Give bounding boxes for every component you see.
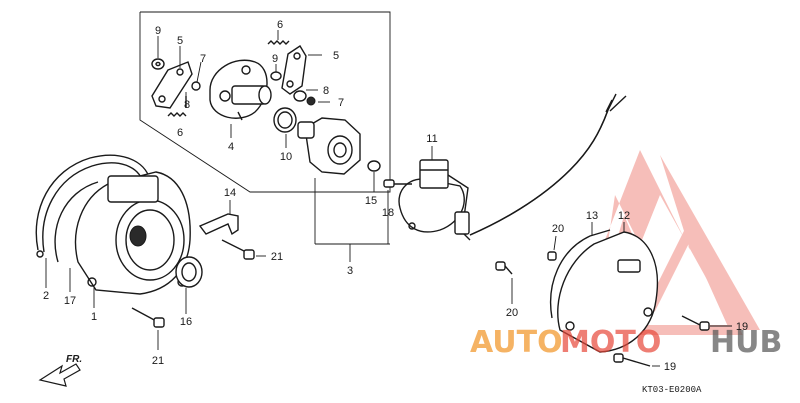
callout-8-left: 8 xyxy=(184,99,190,111)
callout-13: 13 xyxy=(586,210,598,222)
part-5-plate-left xyxy=(151,61,193,109)
part-17-o-ring xyxy=(54,181,99,263)
front-direction-arrow: FR. xyxy=(38,354,82,387)
wire-harness xyxy=(469,93,627,236)
callout-21-lower: 21 xyxy=(152,355,164,367)
callout-18: 18 xyxy=(382,207,394,219)
watermark-middle: MOTO xyxy=(560,325,661,360)
callout-11: 11 xyxy=(426,133,437,145)
callout-7-left: 7 xyxy=(200,53,206,65)
part-21-bolt-upper xyxy=(221,239,255,260)
leader-lines xyxy=(45,30,732,367)
watermark-right: HUB xyxy=(710,325,782,360)
part-10-seal-ring xyxy=(273,107,297,133)
callout-5-right: 5 xyxy=(333,50,339,62)
callout-6-left: 6 xyxy=(177,127,183,139)
part-14-bracket xyxy=(198,213,239,236)
part-19-screw-upper xyxy=(681,315,710,331)
callout-5-left: 5 xyxy=(177,35,183,47)
part-20-bolt-upper xyxy=(547,251,557,261)
part-19-screw-lower xyxy=(613,353,651,367)
callout-labels: 9 5 6 5 7 9 8 8 6 4 7 10 11 14 15 18 2 1… xyxy=(43,19,748,373)
callout-14: 14 xyxy=(224,187,236,199)
part-21-bolt-lower xyxy=(131,307,165,328)
watermark-left: AUTO xyxy=(470,325,563,360)
callout-20-upper: 20 xyxy=(552,223,564,235)
callout-7-right: 7 xyxy=(338,97,344,109)
callout-17: 17 xyxy=(64,295,76,307)
part-20-bolt-left xyxy=(495,261,513,275)
part-2-gasket xyxy=(35,154,151,258)
part-4-governor-base xyxy=(209,59,272,121)
part-7-nut-left xyxy=(191,81,201,91)
part-6-spring-left xyxy=(167,112,187,117)
callout-15: 15 xyxy=(365,195,377,207)
part-9-washer-right xyxy=(270,71,282,81)
part-13-cover-gasket xyxy=(549,229,611,319)
part-15-washer xyxy=(367,160,381,172)
callout-19-lower: 19 xyxy=(664,361,676,373)
callout-9-right: 9 xyxy=(272,53,278,65)
direction-label: FR. xyxy=(66,354,82,365)
callout-16: 16 xyxy=(180,316,192,328)
callout-2: 2 xyxy=(43,290,49,302)
part-6-spring-top xyxy=(267,40,290,45)
part-18-screw xyxy=(383,179,412,188)
part-16-oil-seal xyxy=(175,256,203,288)
callout-8-right: 8 xyxy=(323,85,329,97)
callout-21-upper: 21 xyxy=(271,251,283,263)
callout-20-lower: 20 xyxy=(506,307,518,319)
part-7-nut-right xyxy=(306,96,316,106)
callout-12: 12 xyxy=(618,210,630,222)
watermark-text: AUTO MOTO HUB xyxy=(470,325,782,360)
callout-19-upper: 19 xyxy=(736,321,748,333)
part-8-pin-right xyxy=(293,90,307,102)
exploded-group-box xyxy=(139,11,391,193)
part-1-cover-housing xyxy=(74,171,191,295)
callout-1: 1 xyxy=(91,311,97,323)
callout-10: 10 xyxy=(280,151,292,163)
drawing-code: KT03-E0200A xyxy=(642,385,702,395)
part-rotor-block xyxy=(297,117,361,175)
part-9-washer-left xyxy=(151,58,165,70)
part-12-outer-cover xyxy=(557,231,658,353)
part-11-pulser-assembly xyxy=(398,159,471,241)
callout-4: 4 xyxy=(228,141,234,153)
callout-6-top: 6 xyxy=(277,19,283,31)
part-5-plate-right xyxy=(281,45,307,95)
callout-9-left: 9 xyxy=(155,25,161,37)
callout-3: 3 xyxy=(347,265,353,277)
